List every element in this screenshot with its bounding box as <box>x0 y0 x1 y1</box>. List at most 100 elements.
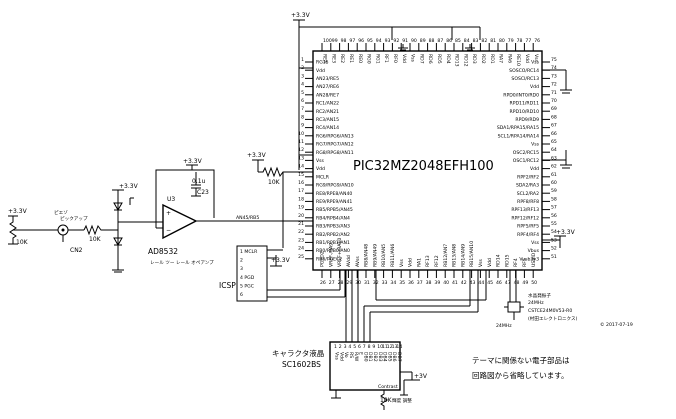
pin-left-num: 18 <box>298 196 304 202</box>
pin-right-num: 73 <box>551 73 557 79</box>
pin-bottom-label: RB8/AN48 <box>364 244 370 267</box>
pin-left-num: 10 <box>298 131 304 137</box>
copyright-label: © 2017-07-19 <box>600 321 633 328</box>
pin-left-label: Vdd <box>316 166 325 172</box>
lcd-pin-num: 3 <box>344 344 347 350</box>
lcd-pin-num: 8 <box>368 344 371 350</box>
lcd-pin-label: DB2 <box>372 352 378 362</box>
lcd-pin-num: 7 <box>363 344 366 350</box>
pin-top-label: RE4 <box>322 54 328 63</box>
pin-right-num: 60 <box>551 180 557 186</box>
vcc-lcd-label: +3V <box>414 373 428 380</box>
pin-top-label: RD2 <box>480 54 486 64</box>
chip-part-label: PIC32MZ2048EFH100 <box>353 159 494 174</box>
icsp-pin-label: 5 PGC <box>240 283 254 289</box>
top-ground <box>398 44 475 51</box>
note-line1: テーマに関係ない電子部品は <box>472 355 570 365</box>
pin-left-num: 21 <box>298 221 304 227</box>
pin-right-num: 72 <box>551 82 557 88</box>
lcd-pin-label: E <box>358 352 364 355</box>
pin-right-num: 63 <box>551 155 557 161</box>
pin-left-num: 13 <box>298 155 304 161</box>
icsp-pin-label: 6 <box>240 292 243 298</box>
lcd-pin-label: DB5 <box>386 352 392 362</box>
pin-top-label: Vdd <box>524 54 530 63</box>
pin-right-label: RPF2/RF2 <box>517 174 539 180</box>
pin-top-label: RE2 <box>339 54 345 63</box>
pin-right-label: RPD0/INT0/RD0 <box>503 92 539 98</box>
jack-name: CN2 <box>70 247 83 254</box>
pin-top-label: RD12 <box>462 54 468 67</box>
pin-top-label: RD13 <box>454 54 460 67</box>
pin-right-label: RPD11/RD11 <box>510 101 540 107</box>
pin-top-num: 91 <box>402 38 408 44</box>
pin-right-num: 54 <box>551 229 557 235</box>
icsp-pin-label: 2 <box>240 258 243 264</box>
pin-bottom-num: 36 <box>408 280 414 286</box>
chip-pins-right: 75Vss74SOSCO/RC1473SOSCI/RC1372Vdd71RPD0… <box>497 57 557 262</box>
pin-right-label: RPD9/RD9 <box>515 117 539 123</box>
icsp-pin-label: 4 PGD <box>240 275 255 281</box>
pin-left-num: 8 <box>301 114 304 120</box>
lcd-contrast-label: Contrast <box>378 384 398 390</box>
pin-bottom-label: RB11/AN6 <box>390 244 396 267</box>
pin-top-num: 88 <box>429 38 435 44</box>
opamp-part-label: AD8532 <box>148 247 178 256</box>
pin-top-num: 81 <box>490 38 496 44</box>
pin-right-label: SCL2/RA2 <box>517 191 539 197</box>
svg-text:+: + <box>166 210 171 217</box>
pin-left-label: AN23/RE5 <box>316 76 339 82</box>
pin-top-label: RD7 <box>418 54 424 64</box>
pin-left-label: RC2/AN21 <box>316 109 339 115</box>
net-rb5-label: AN45/RB5 <box>236 215 259 221</box>
pin-top-num: 82 <box>481 38 487 44</box>
vcc-op-top: +3.3V <box>183 158 203 165</box>
pin-right-num: 56 <box>551 213 557 219</box>
pin-bottom-num: 26 <box>320 280 326 286</box>
pin-right-num: 62 <box>551 164 557 170</box>
lcd-pin-num: 14 <box>396 344 402 350</box>
pin-bottom-label: Vss <box>399 258 405 267</box>
pin-bottom-label: RA1 <box>416 258 422 267</box>
pin-right-num: 69 <box>551 106 557 112</box>
lcd-pin-label: RS <box>348 352 354 358</box>
pin-bottom-label: VREF+/RA10 <box>337 238 343 267</box>
pin-left-num: 15 <box>298 172 304 178</box>
lcd-part-label: SC1602BS <box>282 360 321 369</box>
pin-bottom-label: RF13 <box>425 255 431 267</box>
pin-top-num: 79 <box>508 38 514 44</box>
pin-top-label: RD4 <box>445 54 451 64</box>
pin-top-num: 85 <box>455 38 461 44</box>
pin-right-num: 51 <box>551 254 557 260</box>
pin-bottom-label: RB12/AN7 <box>443 244 449 267</box>
lcd-pin-num: 10 <box>377 344 383 350</box>
crystal-part: CSTCE24M0V53-R0 <box>528 308 572 314</box>
note-line2: 回路図から省略しています。 <box>472 370 569 380</box>
pin-bottom-num: 29 <box>346 280 352 286</box>
pin-left-num: 22 <box>298 229 304 235</box>
pin-right-label: SOSCO/RC14 <box>509 68 539 74</box>
pin-left-label: RG9/RPG9/AN10 <box>316 183 354 189</box>
pin-bottom-label: RB9/AN49 <box>372 244 378 267</box>
vcc-opamp-label: +3.3V <box>119 183 139 190</box>
pin-left-num: 23 <box>298 237 304 243</box>
chip-pins-left: 1RG152Vdd3AN23/RE54AN27/RE65AN28/RE76RC1… <box>298 57 354 262</box>
lcd-pin-label: Vss <box>334 352 340 361</box>
pin-bottom-label: RF12 <box>434 255 440 267</box>
pin-top-label: Vss <box>410 54 416 63</box>
pin-bottom-num: 49 <box>522 280 528 286</box>
pin-right-label: SCL1/RPA14/RA14 <box>498 133 539 139</box>
pin-bottom-num: 42 <box>461 280 467 286</box>
pin-top-num: 87 <box>437 38 443 44</box>
lcd-pin-num: 11 <box>382 344 388 350</box>
lcd-pin-num: 2 <box>339 344 342 350</box>
pin-left-num: 6 <box>301 98 304 104</box>
vcc-top-label: +3.3V <box>291 12 311 19</box>
pin-left-label: RB0/RPB0/AN0 <box>316 248 350 254</box>
pin-top-label: RE10 <box>515 54 521 66</box>
lcd-pin-num: 4 <box>348 344 351 350</box>
pin-bottom-num: 44 <box>478 280 484 286</box>
crystal: 水晶発振子 24MHz CSTCE24M0V53-R0 (村田エレクトロニクス)… <box>496 270 578 329</box>
pin-right-label: SOSCI/RC13 <box>511 76 539 82</box>
pin-right-num: 61 <box>551 172 557 178</box>
